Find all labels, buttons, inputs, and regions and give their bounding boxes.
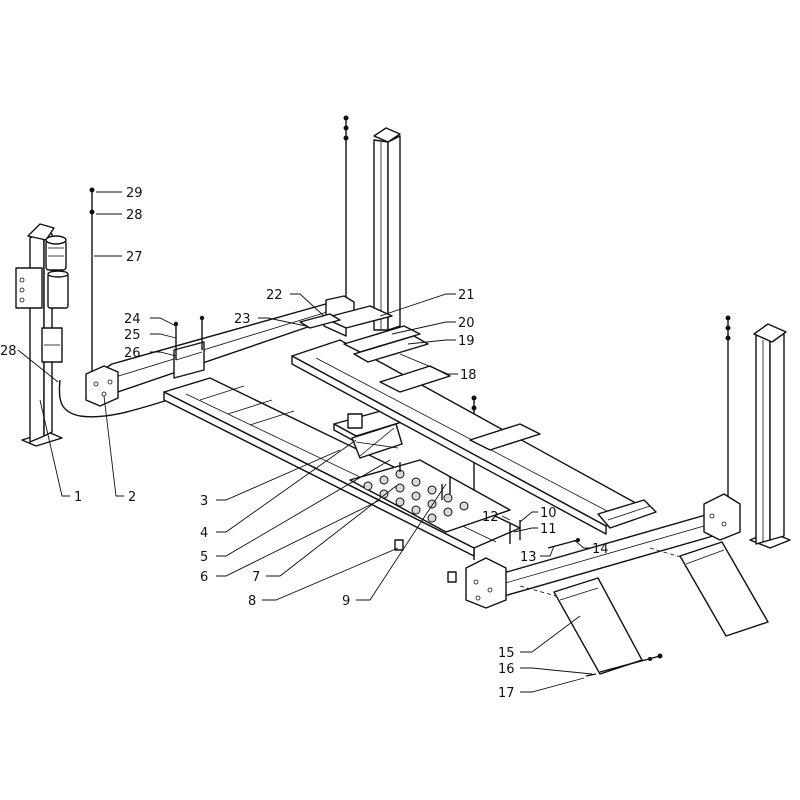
callout-29: 29	[126, 186, 143, 201]
callout-6: 6	[200, 570, 208, 585]
callout-8: 8	[248, 594, 256, 609]
callout-18: 18	[460, 368, 477, 383]
column-1-power-unit	[15, 223, 176, 447]
callout-14: 14	[592, 542, 609, 557]
callout-15: 15	[498, 646, 515, 661]
callout-5: 5	[200, 550, 208, 565]
turn-plate-holes	[363, 469, 469, 523]
callout-16: 16	[498, 662, 515, 677]
callout-22: 22	[266, 288, 283, 303]
callout-28-top: 28	[126, 208, 143, 223]
callout-17: 17	[498, 686, 515, 701]
callout-1: 1	[74, 490, 82, 505]
callout-13: 13	[520, 550, 537, 565]
hardware	[173, 315, 597, 677]
callout-27: 27	[126, 250, 143, 265]
callout-9: 9	[342, 594, 350, 609]
callout-7: 7	[252, 570, 260, 585]
column-4-right	[725, 315, 791, 549]
column-2-rear	[343, 115, 401, 331]
left-runway	[163, 377, 521, 557]
callout-19: 19	[458, 334, 475, 349]
callout-28-left: 28	[0, 344, 17, 359]
callout-2: 2	[128, 490, 136, 505]
callout-12: 12	[482, 510, 499, 525]
leader-lines	[17, 191, 593, 693]
callout-4: 4	[200, 526, 208, 541]
right-runway	[291, 325, 657, 535]
callout-26: 26	[124, 346, 141, 361]
callout-20: 20	[458, 316, 475, 331]
callout-25: 25	[124, 328, 141, 343]
callout-24: 24	[124, 312, 141, 327]
rear-slide-assembly	[173, 305, 393, 379]
front-crossbeam	[465, 493, 741, 609]
callout-10: 10	[540, 506, 557, 521]
callout-3: 3	[200, 494, 208, 509]
rear-crossbeam	[85, 187, 355, 407]
ramps	[519, 541, 769, 675]
callout-21: 21	[458, 288, 475, 303]
callout-labels: 1 2 3 4 5 6 7 8 9 10 11 12 13 14 15 16 1…	[0, 186, 609, 701]
callout-11: 11	[540, 522, 557, 537]
callout-23: 23	[234, 312, 251, 327]
